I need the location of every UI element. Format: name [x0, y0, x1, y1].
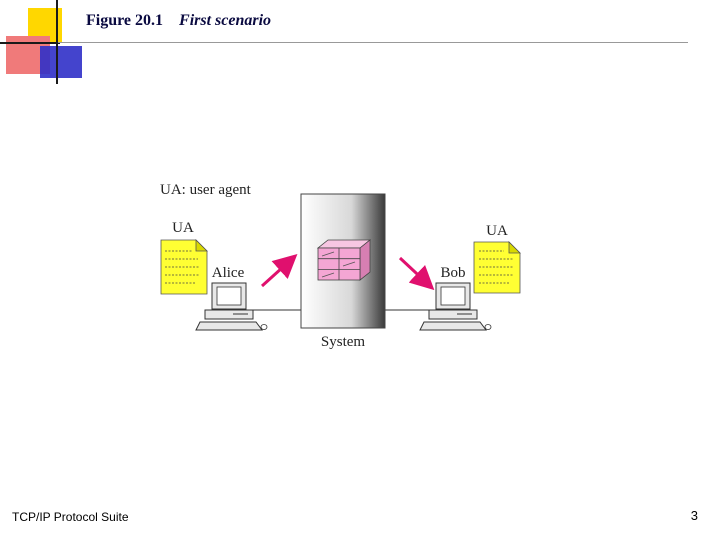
right-ua-note-icon [473, 241, 521, 294]
right-ua-label: UA [486, 223, 508, 239]
legend-text: UA: user agent [160, 182, 252, 198]
arrow-to-bob [398, 256, 435, 291]
page-number: 3 [690, 508, 698, 523]
mailbox-icon [316, 239, 372, 281]
bob-label: Bob [440, 265, 465, 281]
system-label: System [321, 334, 366, 350]
left-ua-note-icon [160, 239, 208, 295]
slide-title: Figure 20.1 First scenario [86, 12, 271, 30]
corner-blue-square [40, 46, 82, 78]
alice-label: Alice [212, 265, 245, 281]
arrow-to-system [260, 253, 298, 288]
corner-horizontal-line [0, 42, 60, 44]
alice-computer-icon [195, 282, 268, 331]
figure-number: Figure 20.1 [86, 12, 164, 29]
bob-computer-icon [419, 282, 492, 331]
figure-caption: First scenario [179, 12, 272, 29]
left-ua-label: UA [172, 220, 194, 236]
footer-text: TCP/IP Protocol Suite [12, 510, 129, 524]
title-underline [58, 42, 688, 43]
